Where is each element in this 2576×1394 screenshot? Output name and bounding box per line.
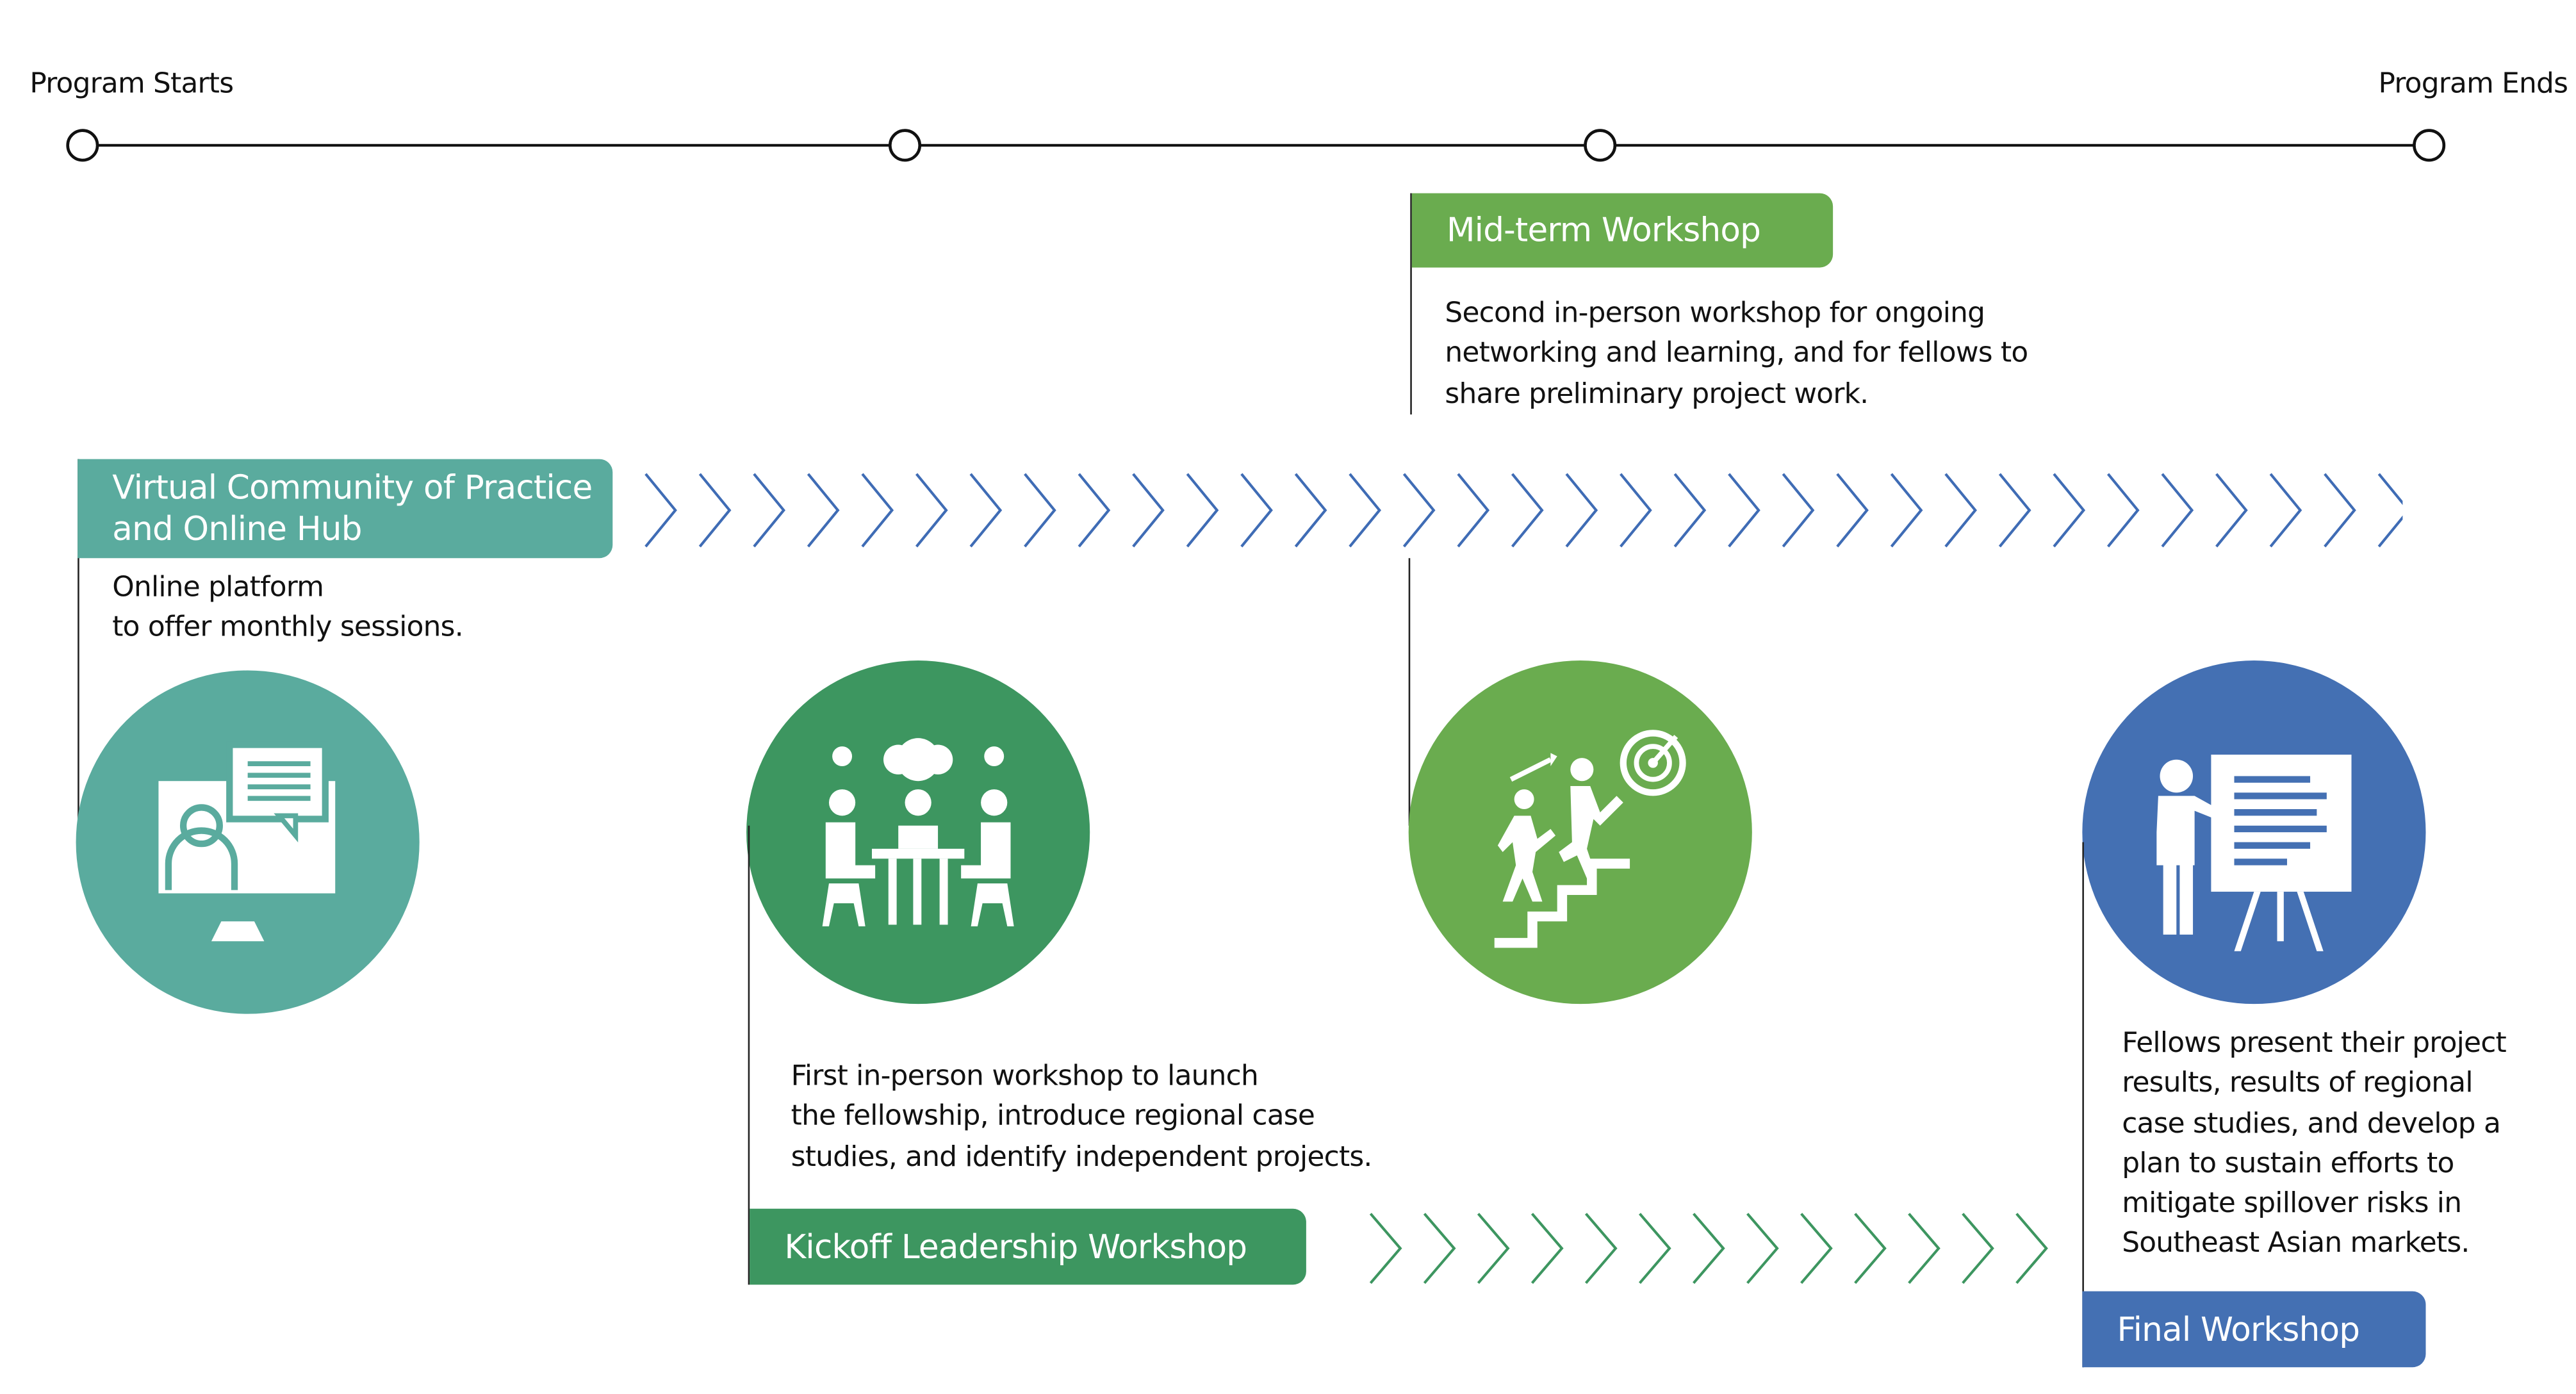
- chevron-arrow: [1673, 473, 1707, 548]
- chevron-arrow: [2161, 473, 2194, 548]
- midterm-lower-connector: [1408, 558, 1411, 826]
- timeline-node-start: [66, 129, 99, 162]
- chevron-arrow: [1294, 473, 1327, 548]
- chevron-arrow: [1457, 473, 1490, 548]
- chevron-arrow: [1349, 473, 1381, 548]
- climbing-stairs-target-icon: [1408, 660, 1752, 1004]
- desc-line: Online platform: [112, 571, 324, 605]
- chevron-arrow: [1402, 473, 1436, 548]
- program-starts-label: Program Starts: [29, 67, 234, 101]
- chevron-arrow: [1584, 1213, 1618, 1284]
- chevron-arrow: [1836, 473, 1869, 548]
- virtual-title-line1: Virtual Community of Practice: [112, 467, 593, 507]
- chevron-arrow: [1132, 473, 1165, 548]
- desc-line: networking and learning, and for fellows…: [1445, 337, 2028, 371]
- chevron-arrow: [1728, 473, 1760, 548]
- chevron-arrow: [1998, 473, 2031, 548]
- timeline-node-end: [2413, 129, 2446, 162]
- final-description: Fellows present their project results, r…: [2122, 1024, 2507, 1265]
- desc-line: Southeast Asian markets.: [2122, 1227, 2470, 1261]
- chevron-arrow: [1800, 1213, 1833, 1284]
- chevron-arrow: [807, 473, 840, 548]
- chevron-arrow: [1240, 473, 1273, 548]
- midterm-description: Second in-person workshop for ongoing ne…: [1445, 294, 2028, 414]
- chevron-arrow: [698, 473, 732, 548]
- final-workshop-label: Final Workshop: [2082, 1291, 2426, 1368]
- virtual-community-label: Virtual Community of Practice and Online…: [78, 459, 613, 559]
- midterm-title: Mid-term Workshop: [1446, 209, 1761, 250]
- chevron-arrow: [969, 473, 1003, 548]
- chevron-arrow: [1024, 473, 1056, 548]
- chevron-arrow: [915, 473, 948, 548]
- presentation-board-icon: [2082, 660, 2426, 1004]
- computer-chat-icon: [76, 670, 420, 1014]
- desc-line: Second in-person workshop for ongoing: [1445, 297, 1985, 331]
- timeline-node-midterm: [1584, 129, 1617, 162]
- virtual-title-line2: and Online Hub: [112, 508, 362, 548]
- program-ends-label: Program Ends: [2378, 67, 2568, 101]
- desc-line: mitigate spillover risks in: [2122, 1187, 2462, 1221]
- meeting-table-icon: [746, 660, 1090, 1004]
- kickoff-description: First in-person workshop to launch the f…: [791, 1057, 1373, 1177]
- desc-line: to offer monthly sessions.: [112, 611, 463, 645]
- chevron-arrow: [1565, 473, 1598, 548]
- final-title: Final Workshop: [2117, 1308, 2360, 1349]
- ongoing-chevrons-blue: [644, 473, 2403, 548]
- kickoff-title: Kickoff Leadership Workshop: [784, 1226, 1247, 1266]
- chevron-arrow: [1477, 1213, 1510, 1284]
- desc-line: share preliminary project work.: [1445, 377, 1869, 411]
- chevron-arrow: [2269, 473, 2302, 548]
- virtual-connector: [78, 459, 80, 826]
- final-connector: [2082, 842, 2085, 1368]
- desc-line: Fellows present their project: [2122, 1027, 2507, 1060]
- chevron-arrow: [2377, 473, 2403, 548]
- kickoff-workshop-label: Kickoff Leadership Workshop: [750, 1208, 1306, 1285]
- ongoing-chevrons-green: [1369, 1213, 2048, 1284]
- chevron-arrow: [1962, 1213, 1994, 1284]
- desc-line: First in-person workshop to launch: [791, 1060, 1259, 1094]
- chevron-arrow: [644, 473, 677, 548]
- midterm-connector: [1410, 193, 1413, 414]
- virtual-description: Online platform to offer monthly session…: [112, 568, 463, 648]
- chevron-arrow: [1746, 1213, 1779, 1284]
- chevron-arrow: [1854, 1213, 1887, 1284]
- chevron-arrow: [2015, 1213, 2048, 1284]
- chevron-arrow: [1620, 473, 1652, 548]
- timeline-node-kickoff: [889, 129, 922, 162]
- chevron-arrow: [1908, 1213, 1940, 1284]
- chevron-arrow: [2324, 473, 2356, 548]
- chevron-arrow: [1369, 1213, 1402, 1284]
- desc-line: case studies, and develop a: [2122, 1107, 2501, 1141]
- chevron-arrow: [1078, 473, 1111, 548]
- chevron-arrow: [2215, 473, 2248, 548]
- chevron-arrow: [2106, 473, 2140, 548]
- timeline-axis: [66, 129, 2446, 162]
- chevron-arrow: [1423, 1213, 1456, 1284]
- chevron-arrow: [753, 473, 785, 548]
- desc-line: results, results of regional: [2122, 1067, 2473, 1101]
- chevron-arrow: [1782, 473, 1815, 548]
- desc-line: the fellowship, introduce regional case: [791, 1100, 1315, 1133]
- chevron-arrow: [2053, 473, 2086, 548]
- chevron-arrow: [1944, 473, 1977, 548]
- chevron-arrow: [1511, 473, 1544, 548]
- desc-line: plan to sustain efforts to: [2122, 1147, 2454, 1181]
- desc-line: studies, and identify independent projec…: [791, 1140, 1373, 1174]
- chevron-arrow: [1186, 473, 1219, 548]
- chevron-arrow: [1530, 1213, 1564, 1284]
- chevron-arrow: [1890, 473, 1923, 548]
- chevron-arrow: [1693, 1213, 1725, 1284]
- chevron-arrow: [1638, 1213, 1671, 1284]
- kickoff-connector: [748, 825, 750, 1285]
- midterm-workshop-label: Mid-term Workshop: [1411, 193, 1834, 268]
- chevron-arrow: [861, 473, 894, 548]
